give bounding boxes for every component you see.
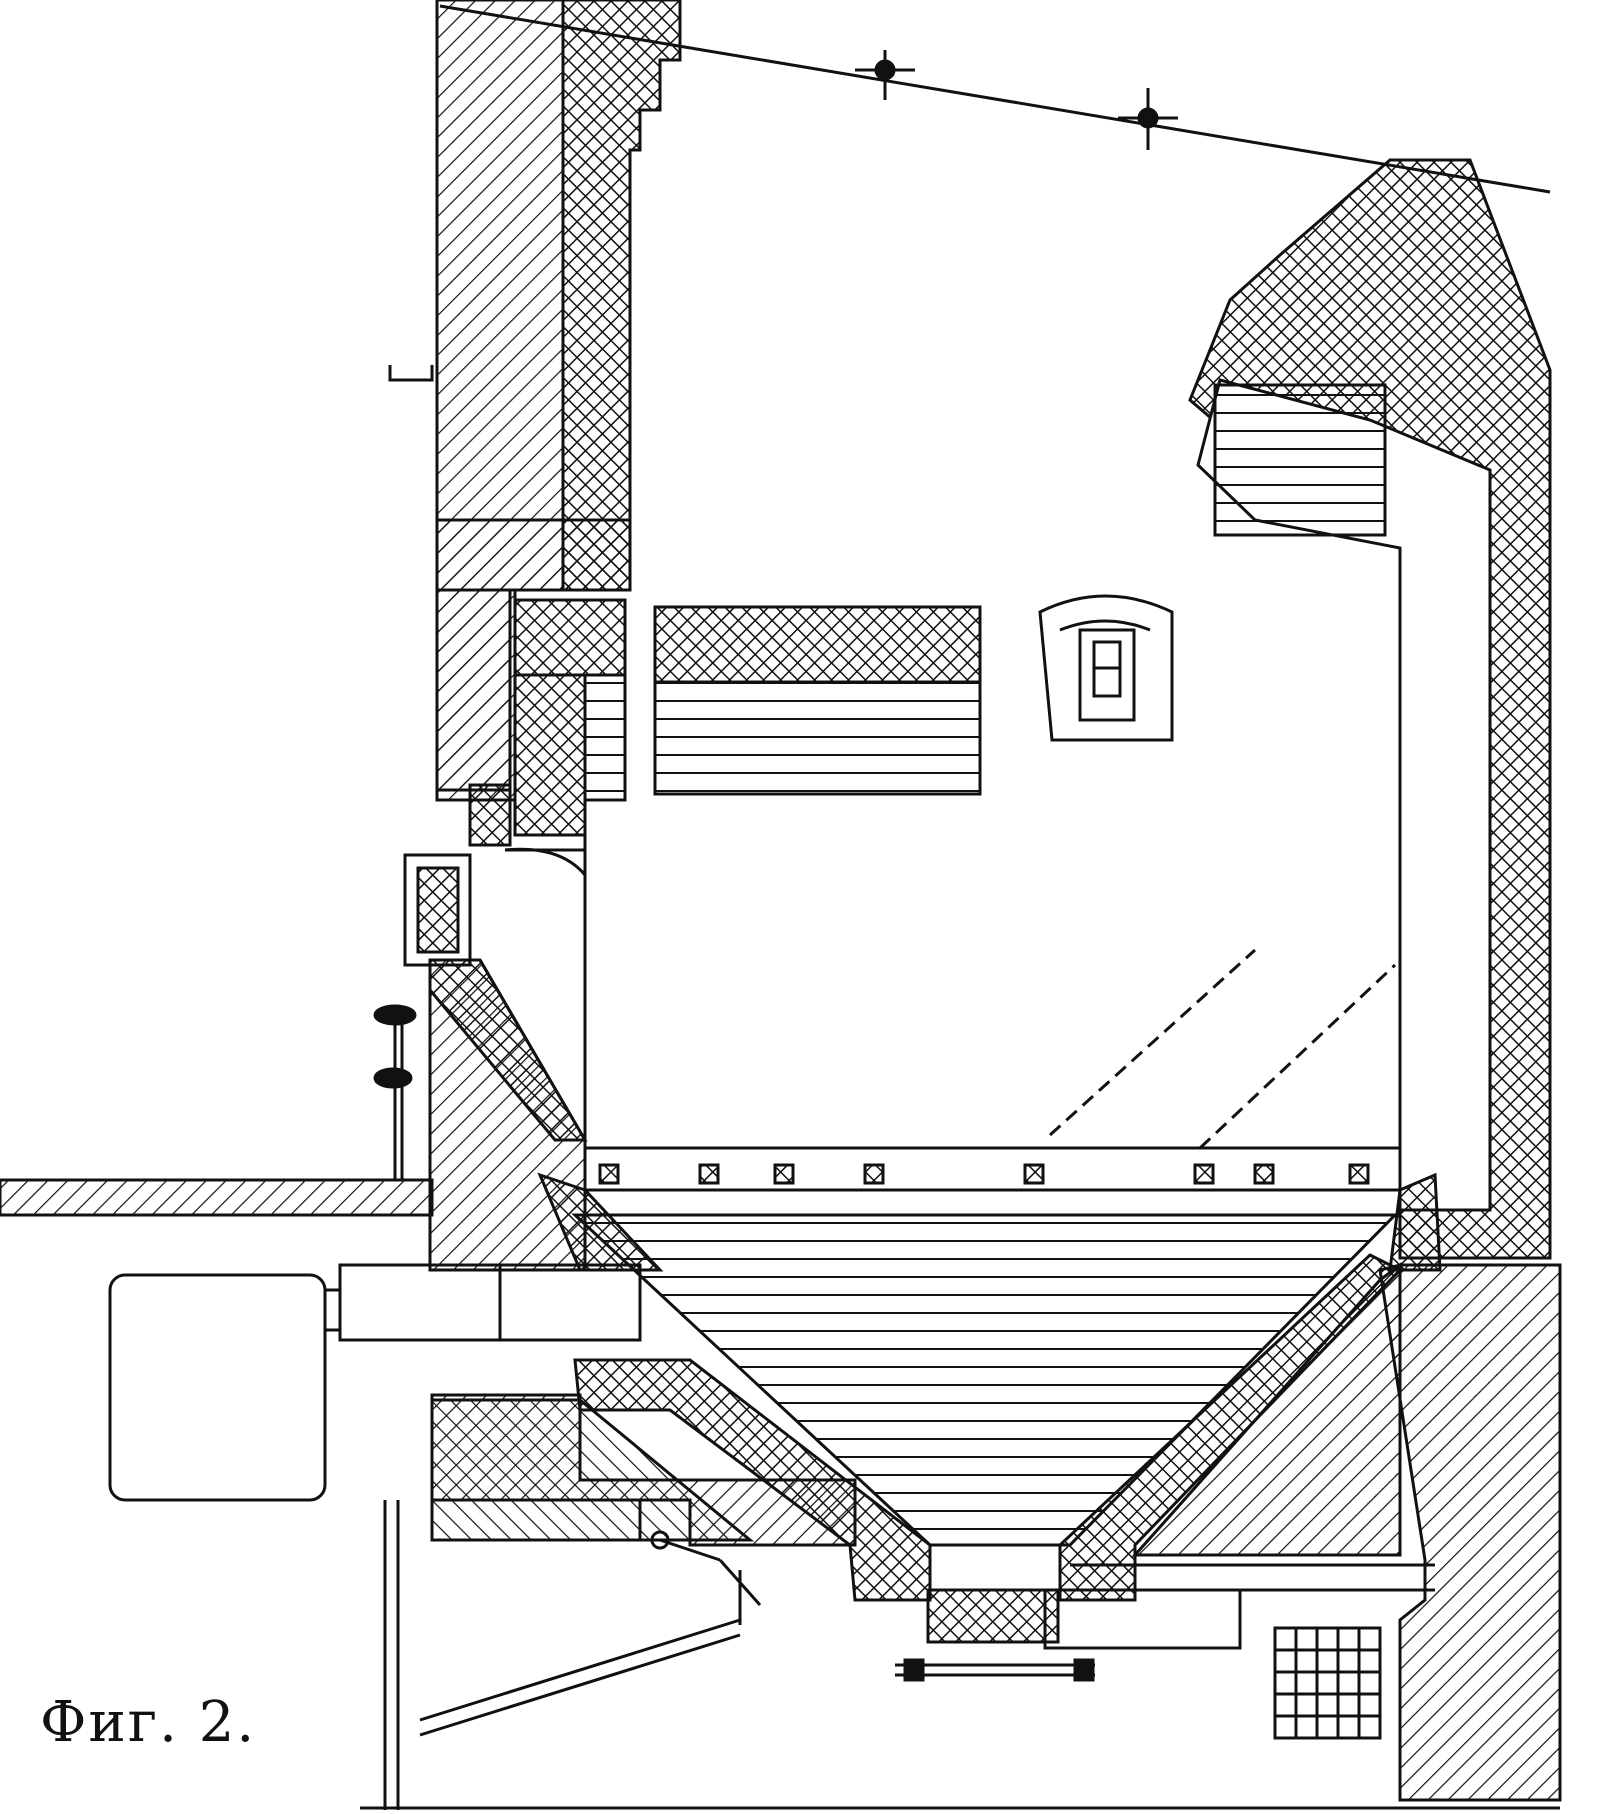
left-diagonal-brace: [419, 1618, 741, 1722]
ash-door-lever: [638, 1500, 762, 1625]
ash-vent-grid-icon: [1273, 1626, 1382, 1740]
open-door-dashed-2: [1198, 963, 1397, 1150]
left-burner-arch: [504, 847, 587, 876]
valve-icon: [373, 1004, 417, 1180]
grate: [583, 1146, 1402, 1192]
ground-floor-left: [0, 1178, 434, 1217]
left-burner-block: [513, 598, 627, 677]
roof-bolt-right: [1118, 88, 1178, 150]
right-lower-block: [1378, 1263, 1562, 1802]
figure-caption: Фиг. 2.: [40, 1690, 257, 1755]
fuel-pipe: [338, 1263, 642, 1342]
hopper-left-lining: [573, 1358, 932, 1602]
open-door-dashed-1: [1048, 948, 1257, 1137]
charging-door-body: [653, 680, 982, 796]
left-small-block: [468, 783, 512, 847]
right-chimney-wall: [1188, 158, 1552, 1260]
left-burner-horizontal-lines: [583, 673, 627, 802]
damper-box: [403, 853, 472, 967]
left-firebrick-lining: [561, 0, 682, 592]
left-cornice-block: [435, 518, 565, 592]
left-inclined-lining: [428, 958, 588, 1142]
right-chimney-lines: [1213, 383, 1387, 537]
left-wall-mid: [435, 588, 517, 802]
ash-door: [926, 1588, 1060, 1644]
wall-bracket-icon: [388, 365, 434, 382]
roof-bolt-left: [855, 50, 915, 100]
left-cornice-cross: [561, 518, 632, 592]
grate-bars: [598, 1163, 1370, 1185]
peephole-window-icon: [1038, 594, 1174, 742]
fuel-tank: [108, 1273, 327, 1502]
left-base: [430, 1398, 755, 1542]
charging-door-top: [653, 605, 982, 684]
left-burner-block-lower: [513, 673, 587, 837]
right-diagonal-block: [1131, 1262, 1402, 1557]
